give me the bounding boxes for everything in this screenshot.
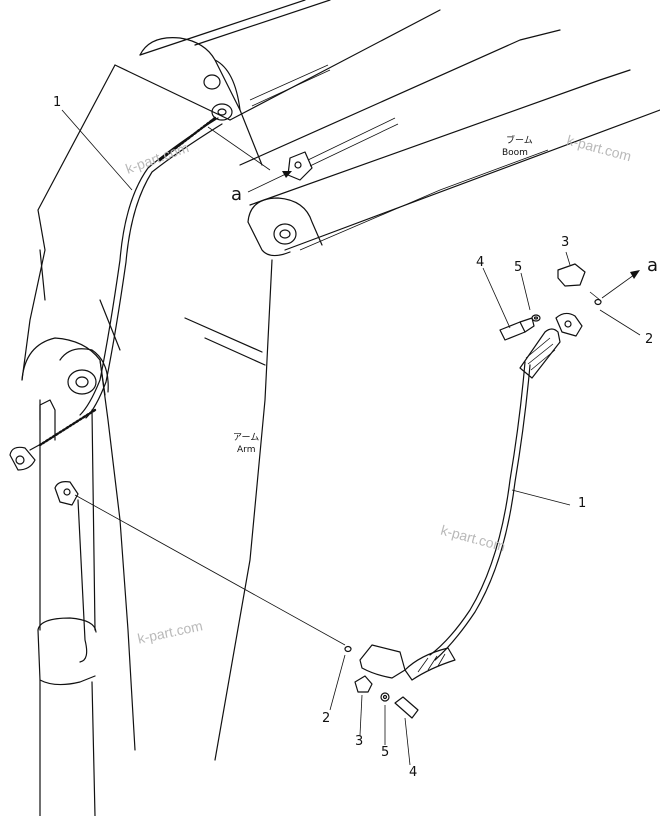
callout-part-3-right: 3 [561, 235, 570, 250]
callout-part-2-bottom: 2 [322, 711, 331, 726]
arrow-a-left [247, 171, 292, 193]
callout-part-5-bottom: 5 [381, 745, 390, 760]
boom-structure [139, 0, 660, 251]
callout-part-5-right: 5 [514, 260, 523, 275]
callout-part-2-right: 2 [645, 332, 654, 347]
boom-label-jp: ブーム [506, 136, 533, 146]
callout-part-1-top: 1 [53, 95, 62, 110]
bottom-hardware [344, 645, 419, 719]
left-lower-clamp [54, 481, 79, 506]
right-top-hardware [499, 263, 602, 341]
boom-label-en: Boom [502, 148, 528, 158]
left-hose-assembly [9, 116, 223, 471]
leader-lines [61, 109, 641, 766]
leader-line-clamp [74, 494, 346, 646]
callout-part-4-right: 4 [476, 255, 485, 270]
callout-part-1-right: 1 [578, 496, 587, 511]
callout-part-3-bottom: 3 [355, 734, 364, 749]
right-hose-assembly [359, 312, 583, 681]
arm-label-jp: アーム [233, 433, 260, 443]
view-a-left-label: a [231, 184, 243, 205]
arm-cylinder [37, 399, 97, 816]
callout-part-4-bottom: 4 [409, 765, 418, 780]
upper-clamp [287, 151, 313, 181]
arm-label-en: Arm [237, 445, 256, 455]
boom-end-lug [247, 197, 323, 257]
view-a-right-label: a [647, 255, 659, 276]
arrow-a-right [601, 270, 640, 299]
